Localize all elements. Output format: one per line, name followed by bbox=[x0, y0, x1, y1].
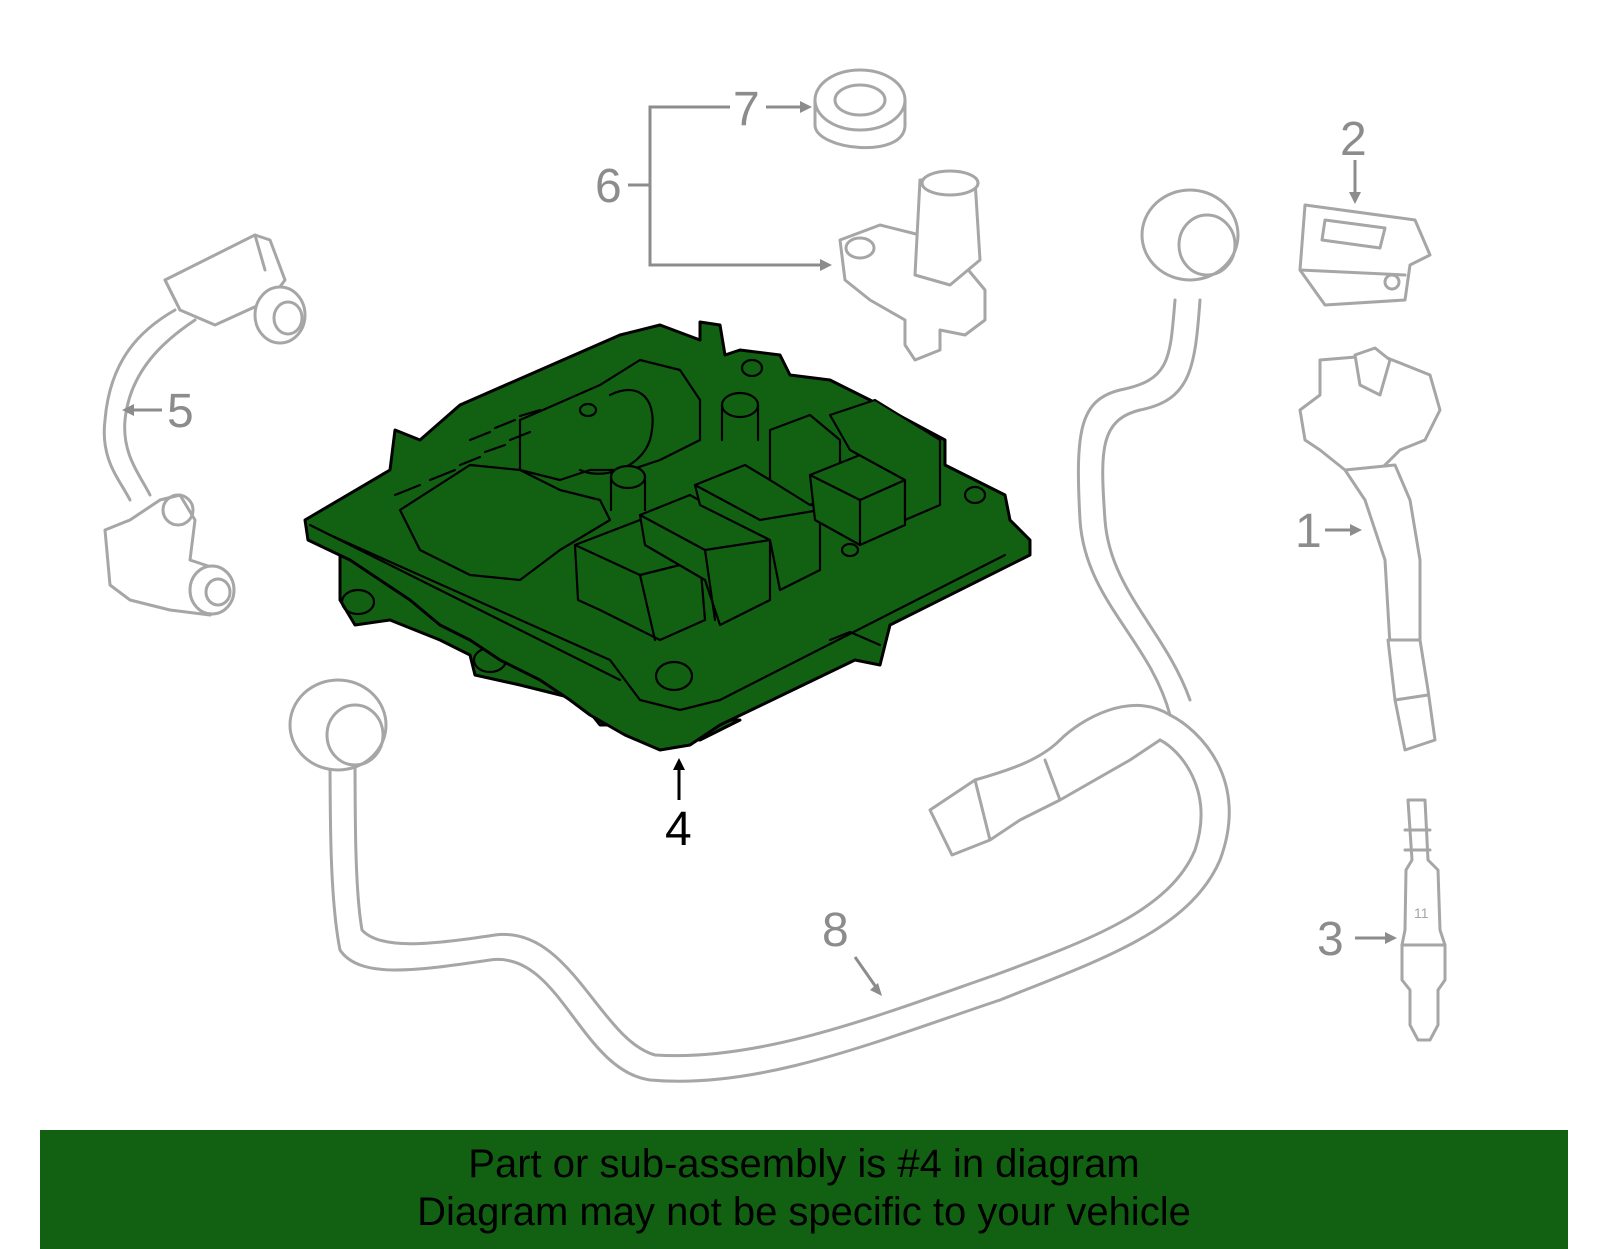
callout-1: 1 bbox=[1295, 505, 1322, 558]
part-5-sensor[interactable] bbox=[102, 233, 307, 617]
callout-8: 8 bbox=[822, 904, 849, 957]
parts-diagram: 11 bbox=[102, 68, 1447, 1083]
part-8-harness[interactable] bbox=[288, 188, 1240, 1083]
banner-line-1: Part or sub-assembly is #4 in diagram bbox=[468, 1142, 1140, 1186]
callout-6: 6 bbox=[595, 160, 622, 213]
info-banner: Part or sub-assembly is #4 in diagram Di… bbox=[40, 1130, 1568, 1249]
callout-4: 4 bbox=[665, 803, 692, 856]
plug-marking: 11 bbox=[1414, 905, 1429, 921]
callout-5: 5 bbox=[167, 385, 194, 438]
callout-leaders bbox=[122, 101, 1397, 996]
banner-line-2: Diagram may not be specific to your vehi… bbox=[417, 1190, 1191, 1234]
part-4-ecu[interactable] bbox=[303, 320, 1032, 752]
callout-3: 3 bbox=[1317, 913, 1344, 966]
callout-7: 7 bbox=[733, 83, 760, 136]
callout-2: 2 bbox=[1340, 113, 1367, 166]
part-6-sensor[interactable] bbox=[838, 169, 987, 362]
part-3-spark-plug[interactable]: 11 bbox=[1400, 798, 1447, 1042]
part-7-seal[interactable] bbox=[813, 68, 907, 150]
part-1-ignition-coil[interactable] bbox=[1298, 346, 1442, 752]
part-2-bracket[interactable] bbox=[1298, 203, 1432, 307]
